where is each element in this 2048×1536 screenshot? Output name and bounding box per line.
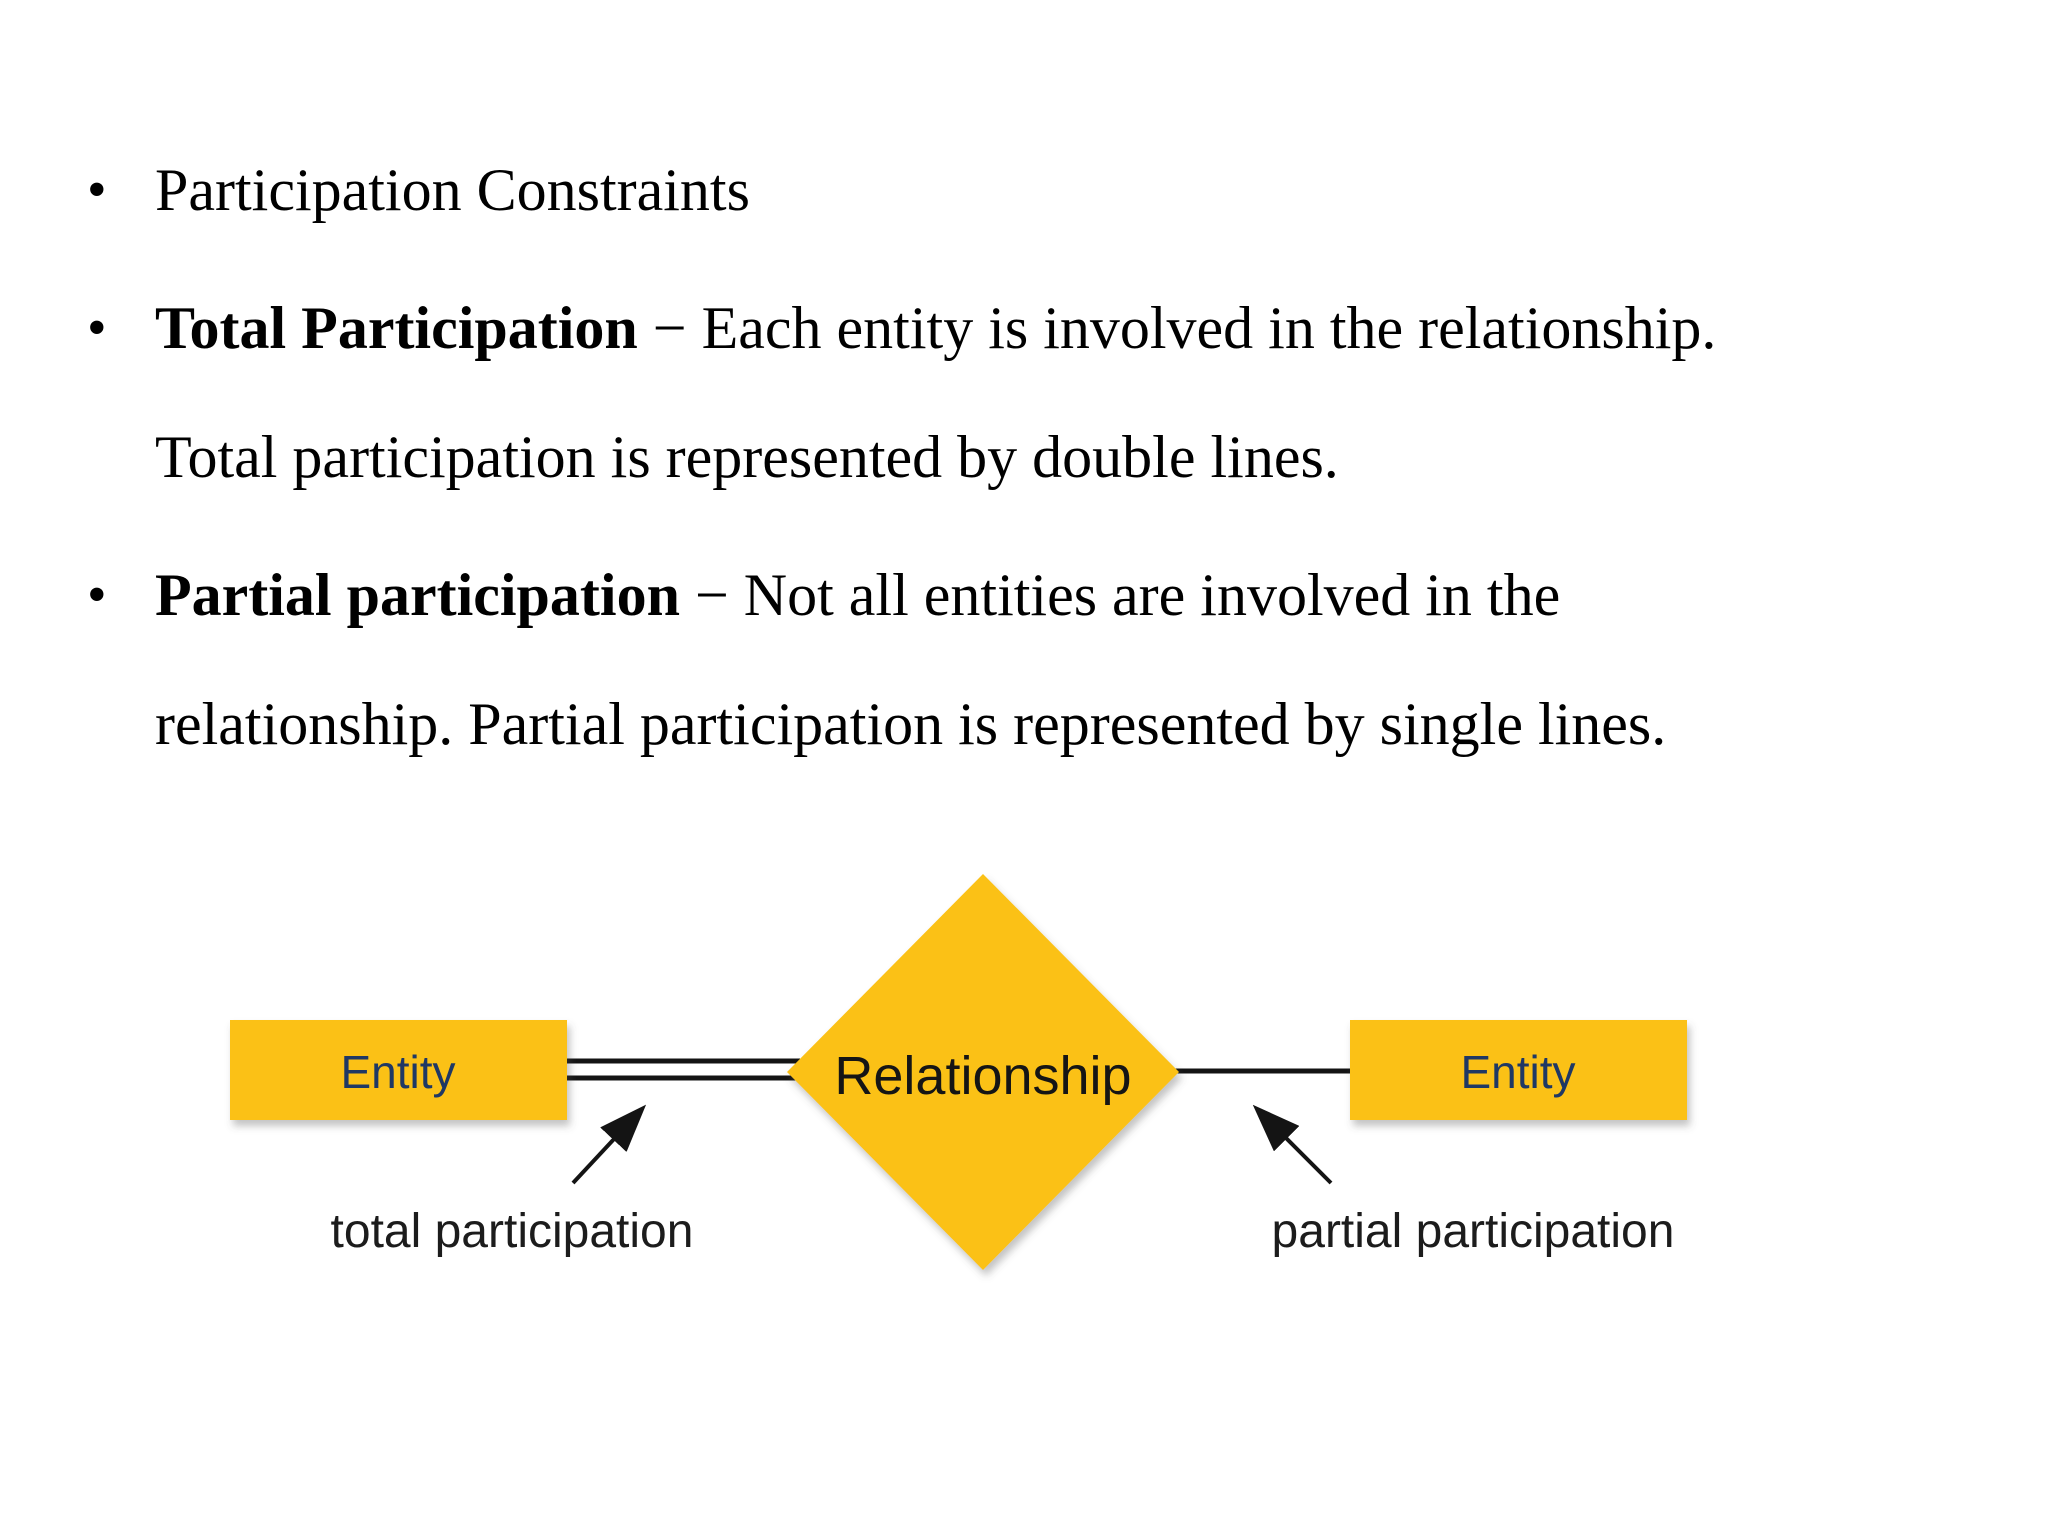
partial-participation-label: partial participation xyxy=(1272,1205,1675,1258)
bullet-text-line2: relationship. Partial participation is r… xyxy=(155,691,1667,757)
total-participation-label: total participation xyxy=(331,1205,694,1258)
total-participation-double-line xyxy=(567,1058,800,1081)
bullet-text: Partial participation − Not all entities… xyxy=(155,562,1666,757)
bullet-item-partial-participation: • Partial participation − Not all entiti… xyxy=(85,531,1905,789)
er-participation-diagram: Entity Relationship Entity total partici… xyxy=(230,874,1687,1270)
entity-right-label: Entity xyxy=(1460,1046,1575,1098)
bullet-text: Total Participation − Each entity is inv… xyxy=(155,295,1716,490)
entity-box-right xyxy=(1350,1020,1687,1120)
term-total-participation: Total Participation xyxy=(155,295,638,361)
bullet-text-line2: Total participation is represented by do… xyxy=(155,424,1339,490)
bullet-icon: • xyxy=(87,297,107,359)
entity-left-label: Entity xyxy=(340,1046,455,1098)
entity-box-left xyxy=(230,1020,567,1120)
relationship-diamond xyxy=(787,874,1179,1270)
bullet-icon: • xyxy=(87,159,107,221)
partial-participation-arrow xyxy=(1252,1104,1333,1185)
bullet-text-line1-rest: − Not all entities are involved in the xyxy=(679,562,1561,628)
relationship-label: Relationship xyxy=(834,1046,1131,1106)
total-participation-arrow xyxy=(571,1104,647,1185)
term-partial-participation: Partial participation xyxy=(155,562,680,628)
bullet-list: • Participation Constraints • Total Part… xyxy=(85,126,1905,798)
bullet-text: Participation Constraints xyxy=(155,157,750,223)
bullet-item-participation-constraints: • Participation Constraints xyxy=(85,126,1905,255)
bullet-icon: • xyxy=(87,564,107,626)
bullet-text-line1-rest: − Each entity is involved in the relatio… xyxy=(637,295,1717,361)
bullet-item-total-participation: • Total Participation − Each entity is i… xyxy=(85,264,1905,522)
